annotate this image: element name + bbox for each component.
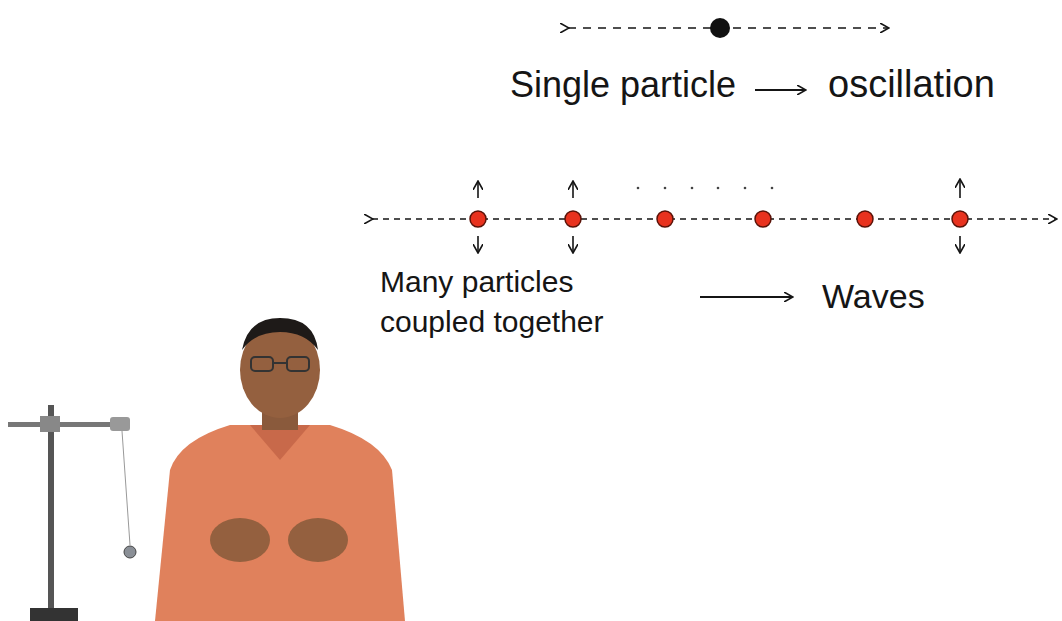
ellipsis-dots: [637, 187, 774, 190]
implies-arrow: [700, 296, 792, 298]
handwritten-label: Many particles coupled together: [380, 262, 640, 342]
motion-arrows: [478, 180, 960, 252]
handwritten-label: Waves: [822, 276, 925, 316]
particle: [710, 18, 730, 38]
handwritten-label: Single particle: [510, 64, 736, 106]
presenter: [155, 318, 405, 621]
coupled-particles: [470, 211, 968, 227]
handwritten-label: oscillation: [828, 62, 995, 106]
pendulum-stand: [8, 405, 136, 621]
implies-arrow: [755, 89, 805, 91]
